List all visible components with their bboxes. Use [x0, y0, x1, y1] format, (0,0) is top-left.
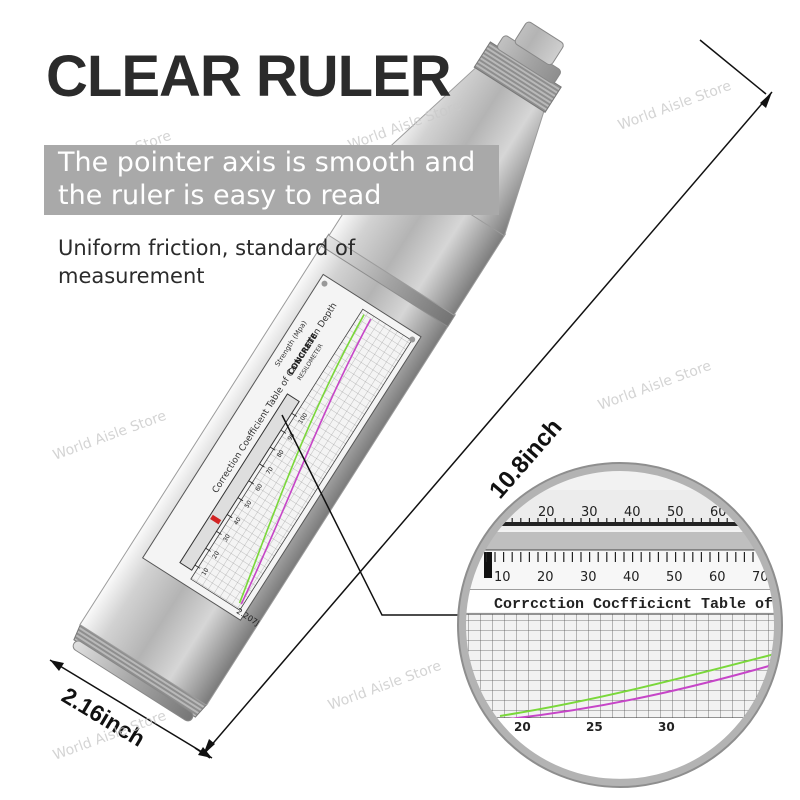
watermark: World Aisle Store — [326, 658, 444, 714]
magnified-upper-label: 20 — [538, 505, 555, 520]
scale-label: 70 — [265, 466, 275, 476]
watermark: World Aisle Store — [616, 78, 734, 134]
scale-label: 10 — [200, 567, 210, 577]
scale-label: 60 — [254, 482, 264, 492]
magnified-lower-label: 20 — [537, 570, 554, 585]
scale-label: 20 — [211, 550, 221, 560]
magnified-lower-label: 10 — [494, 570, 511, 585]
headline: CLEAR RULER — [46, 44, 452, 109]
watermark: World Aisle Store — [596, 358, 714, 414]
scale-label: 30 — [222, 533, 232, 543]
scale-label: 50 — [243, 499, 253, 509]
banner-line-2: the ruler is easy to read — [58, 180, 382, 211]
feature-banner — [44, 145, 499, 215]
scale-label: 90 — [286, 432, 296, 442]
scale-label: 80 — [276, 449, 286, 459]
pointer-indicator — [210, 514, 222, 525]
watermark: World Aisle Store — [51, 408, 169, 464]
magnified-upper-label: 40 — [624, 505, 641, 520]
magnified-upper-label: 30 — [581, 505, 598, 520]
magnified-lower-label: 70 — [752, 570, 769, 585]
magnified-pointer — [484, 552, 492, 578]
magnified-bottom-label: 25 — [586, 720, 603, 734]
magnified-lower-label: 40 — [623, 570, 640, 585]
callout-line — [281, 414, 463, 616]
subtext-line-2: measurement — [58, 264, 205, 288]
scale-label: 40 — [233, 516, 243, 526]
magnified-lower-label: 30 — [580, 570, 597, 585]
magnified-upper-label: 50 — [667, 505, 684, 520]
magnified-bottom-label: 30 — [658, 720, 675, 734]
banner-line-1: The pointer axis is smooth and — [58, 147, 476, 178]
magnified-lower-label: 50 — [666, 570, 683, 585]
magnified-bottom-label: 20 — [514, 720, 531, 734]
subtext-line-1: Uniform friction, standard of — [58, 236, 356, 260]
magnified-table-title: Corrcction Cocfficicnt Table of Cabo — [494, 596, 800, 613]
magnified-lower-label: 60 — [709, 570, 726, 585]
